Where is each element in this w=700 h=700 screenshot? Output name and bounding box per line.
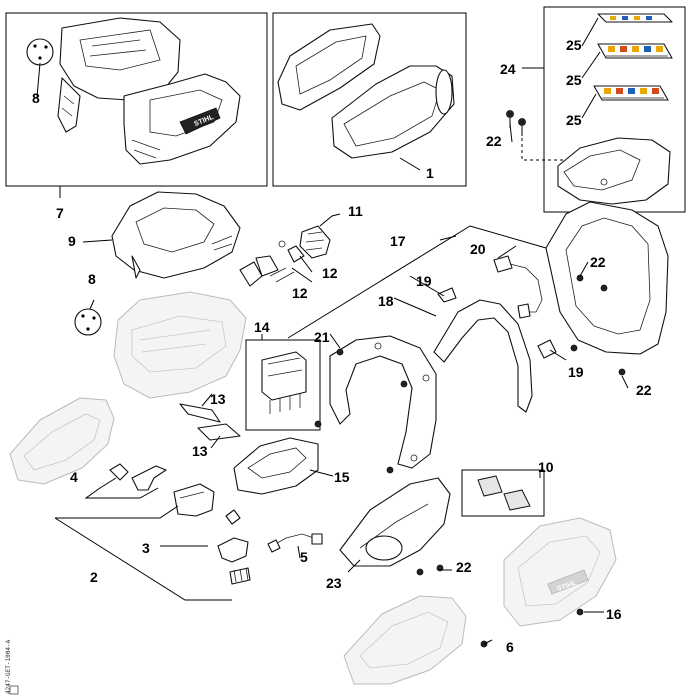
callout-8: 8 — [32, 90, 40, 106]
lever-part — [131, 465, 167, 491]
callout-25: 25 — [566, 72, 582, 88]
callout-20: 20 — [470, 241, 486, 257]
callout-6: 6 — [506, 639, 514, 655]
housing-ghost-part — [113, 291, 247, 399]
callout-22: 22 — [456, 559, 472, 575]
screw-icon — [506, 110, 526, 136]
callout-7: 7 — [56, 205, 64, 221]
housing-left-frame — [5, 12, 268, 187]
switch-holder-part — [233, 437, 319, 495]
leader-lines — [36, 17, 629, 645]
callout-17: 17 — [390, 233, 406, 249]
spring-icon — [229, 567, 251, 585]
callout-13: 13 — [192, 443, 208, 459]
switch-assembly-part — [239, 225, 331, 287]
clip-part — [437, 287, 557, 359]
callout-9: 9 — [68, 233, 76, 249]
callout-5: 5 — [300, 549, 308, 565]
callout-25: 25 — [566, 112, 582, 128]
gasket-disc-icon — [74, 308, 102, 336]
switch-module-frame — [245, 339, 321, 431]
gasket-disc-icon — [26, 38, 54, 66]
handle-cover-part — [557, 137, 671, 205]
callout-1: 1 — [426, 165, 434, 181]
trigger-guard-part — [217, 537, 249, 563]
housing-shell-part: STIHL — [57, 17, 241, 165]
rear-handle-part — [545, 201, 669, 376]
callout-22: 22 — [636, 382, 652, 398]
housing-ghost-part — [9, 397, 115, 485]
callout-8: 8 — [88, 271, 96, 287]
callout-15: 15 — [334, 469, 350, 485]
callout-19: 19 — [416, 273, 432, 289]
callout-25: 25 — [566, 37, 582, 53]
callout-3: 3 — [142, 540, 150, 556]
handle-shroud-part — [111, 191, 241, 279]
alignment-line — [521, 138, 566, 161]
drawing-code-box — [9, 685, 19, 695]
callout-21: 21 — [314, 329, 330, 345]
callout-13: 13 — [210, 391, 226, 407]
bow-handle-part — [329, 335, 437, 469]
callout-19: 19 — [568, 364, 584, 380]
pad-part — [477, 475, 531, 511]
screw-icon — [576, 608, 584, 616]
callout-24: 24 — [500, 61, 516, 77]
callout-23: 23 — [326, 575, 342, 591]
callout-2: 2 — [90, 569, 98, 585]
housing-ghost-part: STIHL — [503, 517, 617, 627]
callout-12: 12 — [292, 285, 308, 301]
callout-16: 16 — [606, 606, 622, 622]
lower-cover-part — [339, 477, 451, 576]
decal-strip-part — [597, 43, 673, 59]
cable-part — [267, 533, 323, 553]
pads-frame — [461, 469, 545, 517]
decal-strip-part — [597, 13, 673, 23]
screw-icon — [225, 509, 241, 525]
callout-14: 14 — [254, 319, 270, 335]
clip-part — [109, 463, 129, 481]
callout-22: 22 — [590, 254, 606, 270]
screw-icon — [314, 348, 408, 474]
decal-strip-part — [593, 85, 669, 101]
drawing-code: 4247-GET-1004-A — [5, 639, 12, 694]
damper-pad-part — [179, 403, 241, 441]
callout-11: 11 — [348, 203, 363, 219]
housing-half-part — [277, 23, 455, 159]
trigger-part — [173, 483, 215, 517]
sensor-cable-part — [493, 255, 543, 319]
callout-4: 4 — [70, 469, 78, 485]
housing-ghost-part — [343, 595, 467, 685]
housing-right-frame — [272, 12, 467, 187]
callout-22: 22 — [486, 133, 502, 149]
callout-12: 12 — [322, 265, 338, 281]
handle-bar-part — [433, 299, 533, 413]
callout-18: 18 — [378, 293, 394, 309]
callout-10: 10 — [538, 459, 554, 475]
switch-module-part — [261, 351, 307, 414]
